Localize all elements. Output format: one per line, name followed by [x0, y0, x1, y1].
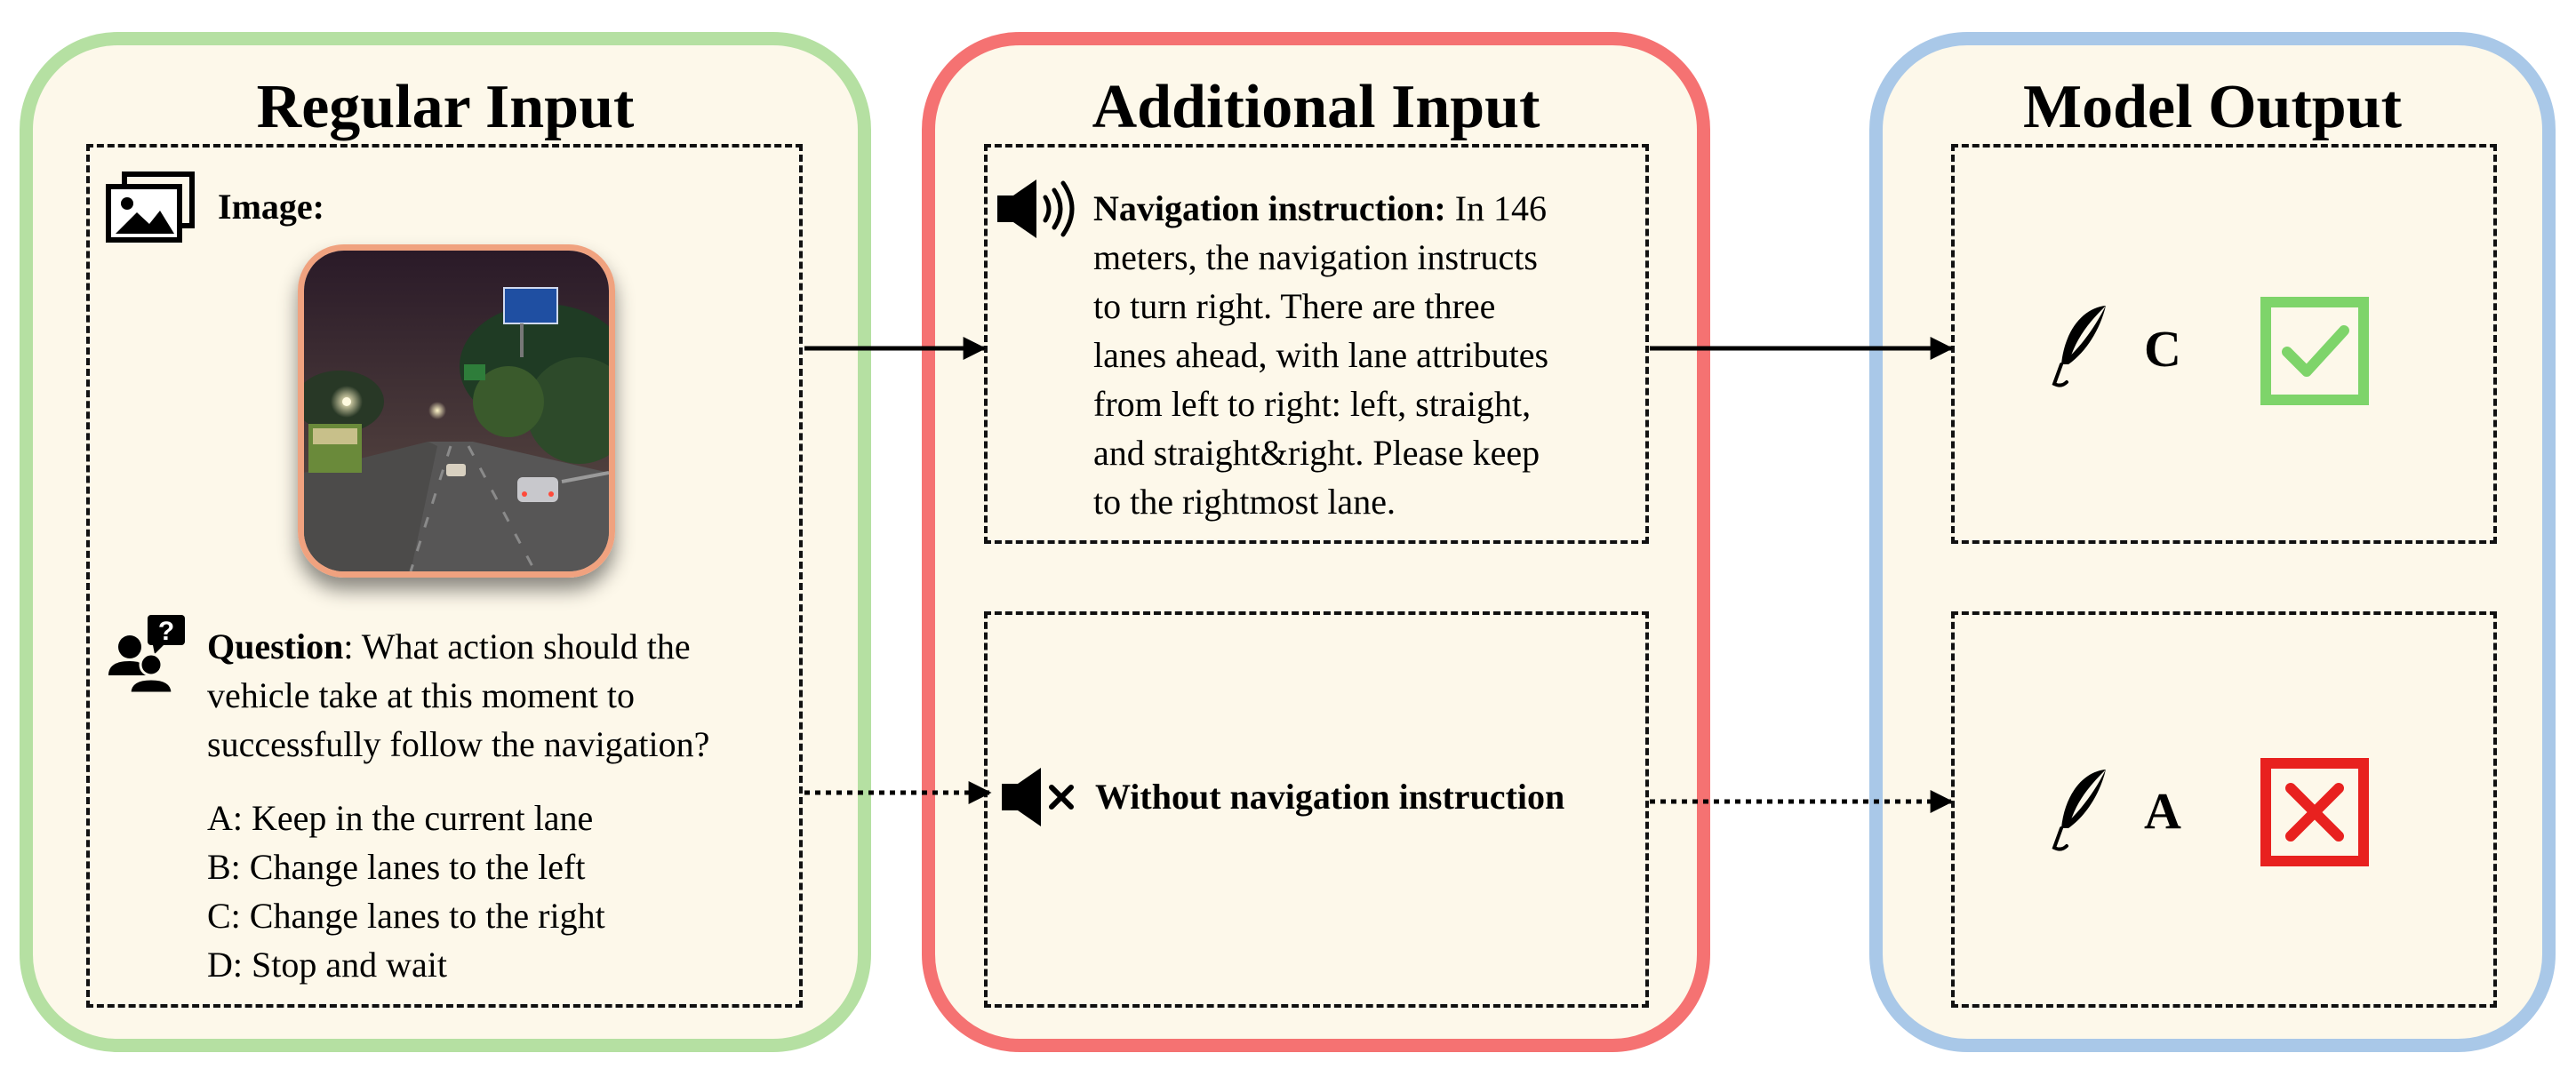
nav-line-1: Navigation instruction: In 146 — [1093, 184, 1547, 233]
nav-text-1: In 146 — [1445, 188, 1548, 228]
option-a: A: Keep in the current lane — [207, 798, 594, 838]
nav-text-7: to the rightmost lane. — [1093, 482, 1396, 522]
answer-with-nav: C — [2144, 320, 2181, 378]
question-label: Question — [207, 626, 344, 666]
answer-without-nav: A — [2144, 782, 2181, 840]
feather-quill-icon — [2049, 766, 2111, 855]
no-navigation-box — [984, 611, 1649, 1008]
people-question-icon: ? — [105, 613, 187, 695]
nav-instruction-label: Navigation instruction: — [1093, 188, 1446, 228]
nav-text-2: meters, the navigation instructs — [1093, 237, 1538, 277]
feather-quill-icon — [2049, 302, 2111, 391]
additional-input-title: Additional Input — [1092, 73, 1540, 141]
question-text-3: successfully follow the navigation? — [207, 724, 710, 764]
model-output-title: Model Output — [2023, 73, 2402, 141]
nav-text-4: lanes ahead, with lane attributes — [1093, 335, 1549, 375]
street-scene-image — [298, 244, 615, 578]
check-box-icon — [2260, 297, 2369, 405]
option-b: B: Change lanes to the left — [207, 847, 586, 887]
speaker-mute-icon — [1000, 766, 1082, 828]
option-c: C: Change lanes to the right — [207, 896, 605, 936]
without-navigation-label: Without navigation instruction — [1095, 777, 1565, 817]
output-box-without-nav — [1951, 611, 2497, 1008]
nav-text-6: and straight&right. Please keep — [1093, 433, 1540, 473]
question-text-2: vehicle take at this moment to — [207, 675, 635, 715]
nav-text-5: from left to right: left, straight, — [1093, 384, 1532, 424]
option-d: D: Stop and wait — [207, 945, 447, 985]
output-box-with-nav — [1951, 144, 2497, 544]
regular-input-panel: Regular Input — [20, 32, 871, 1052]
question-text-1: : What action should the — [343, 626, 691, 666]
image-gallery-icon — [105, 171, 196, 243]
image-label: Image: — [218, 187, 324, 227]
regular-input-box — [86, 144, 803, 1008]
cross-box-icon — [2260, 758, 2369, 866]
nav-text-3: to turn right. There are three — [1093, 286, 1496, 326]
question-line-1: Question: What action should the — [207, 622, 691, 671]
regular-input-title: Regular Input — [256, 73, 635, 141]
svg-text:?: ? — [158, 617, 174, 646]
speaker-on-icon — [996, 178, 1077, 240]
